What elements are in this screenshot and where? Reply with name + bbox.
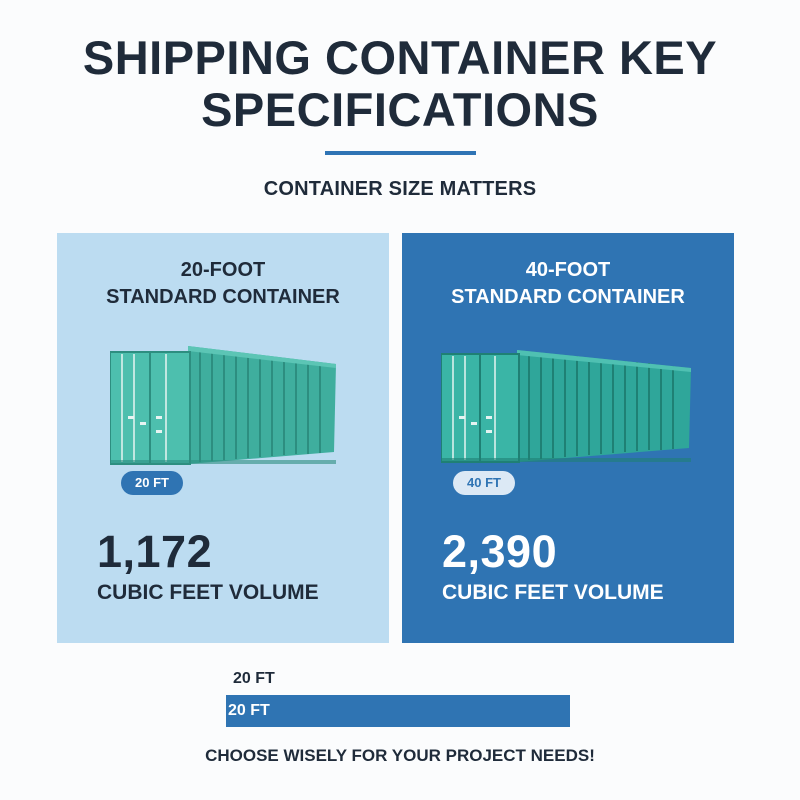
volume-label: CUBIC FEET VOLUME [442,581,664,604]
footer-tagline: CHOOSE WISELY FOR YOUR PROJECT NEEDS! [205,746,595,765]
size-badge-20ft: 20 FT [121,471,183,495]
volume-label: CUBIC FEET VOLUME [97,581,319,604]
page-title: SHIPPING CONTAINER KEY SPECIFICATIONS [0,32,800,136]
card-heading: 40-FOOT STANDARD CONTAINER [402,257,734,311]
card-heading: 20-FOOT STANDARD CONTAINER [57,257,389,311]
title-divider [325,151,476,155]
card-heading-line-2: STANDARD CONTAINER [451,286,685,308]
comparison-bar-label: 20 FT [228,702,270,719]
subtitle: CONTAINER SIZE MATTERS [263,178,537,200]
card-heading-line-1: 20-FOOT [180,259,266,281]
card-heading-line-1: 40-FOOT [525,259,611,281]
size-badge-40ft: 40 FT [453,471,515,495]
container-40ft-image [441,350,691,463]
title-line-1: SHIPPING CONTAINER KEY [82,31,718,84]
volume-value: 2,390 [442,526,558,577]
volume-value: 1,172 [97,526,213,577]
card-heading-line-2: STANDARD CONTAINER [106,286,340,308]
comparison-bar: 20 FT [226,695,570,727]
title-line-2: SPECIFICATIONS [201,83,599,136]
card-40ft: 40-FOOT STANDARD CONTAINER 40 FT 2,390 C… [402,233,734,643]
comparison-label: 20 FT [233,670,275,687]
container-20ft-image [110,346,336,465]
card-20ft: 20-FOOT STANDARD CONTAINER 20 FT 1,172 [57,233,389,643]
